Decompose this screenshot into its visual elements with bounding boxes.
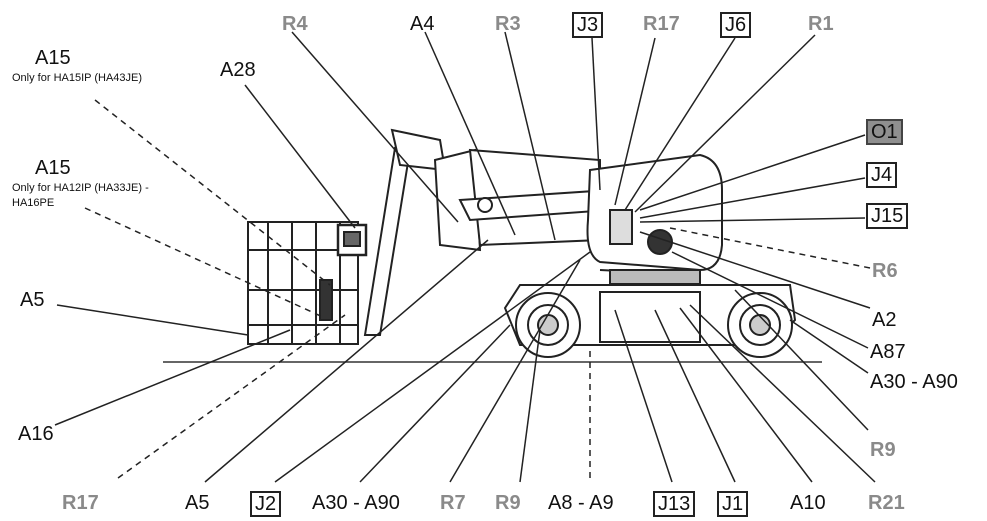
chassis	[503, 284, 797, 358]
label-j15: J15	[866, 203, 909, 229]
label-r17-top: R17	[643, 13, 680, 35]
label-j2: J2	[250, 491, 282, 517]
label-a10: A10	[790, 492, 826, 514]
label-a30-a90-bottom: A30 - A90	[312, 492, 400, 514]
dashed-leader-lines	[84, 99, 871, 479]
label-a15-b: A15	[35, 157, 71, 179]
label-o1: O1	[866, 119, 903, 145]
label-a16: A16	[18, 423, 54, 445]
note-a15-a: Only for HA15IP (HA43JE)	[12, 72, 143, 84]
label-r4: R4	[282, 13, 308, 35]
label-a8-a9: A8 - A9	[548, 492, 614, 514]
label-r3: R3	[495, 13, 521, 35]
note-a15-b-line2: HA16PE	[12, 197, 55, 209]
label-r9-right: R9	[870, 439, 896, 461]
label-j6: J6	[720, 12, 752, 38]
label-j13: J13	[653, 491, 696, 517]
leader-lines	[54, 31, 876, 483]
label-a2: A2	[872, 309, 897, 331]
label-a5-left: A5	[20, 289, 45, 311]
label-a15-a: A15	[35, 47, 71, 69]
label-a30-a90-right: A30 - A90	[870, 371, 958, 393]
label-r6: R6	[872, 260, 898, 282]
label-a4: A4	[410, 13, 435, 35]
label-a87: A87	[870, 341, 906, 363]
label-j1: J1	[717, 491, 749, 517]
label-r9-bottom: R9	[495, 492, 521, 514]
label-a5-bottom: A5	[185, 492, 210, 514]
label-j3: J3	[572, 12, 604, 38]
label-r17-bottom: R17	[62, 492, 99, 514]
label-a28: A28	[220, 59, 256, 81]
label-j4: J4	[866, 162, 898, 188]
label-r21: R21	[868, 492, 905, 514]
note-a15-b-line1: Only for HA12IP (HA33JE) -	[12, 182, 149, 194]
jib-arm	[363, 128, 611, 336]
turret	[586, 153, 723, 285]
label-r7: R7	[440, 492, 466, 514]
basket	[247, 221, 368, 345]
label-r1: R1	[808, 13, 834, 35]
